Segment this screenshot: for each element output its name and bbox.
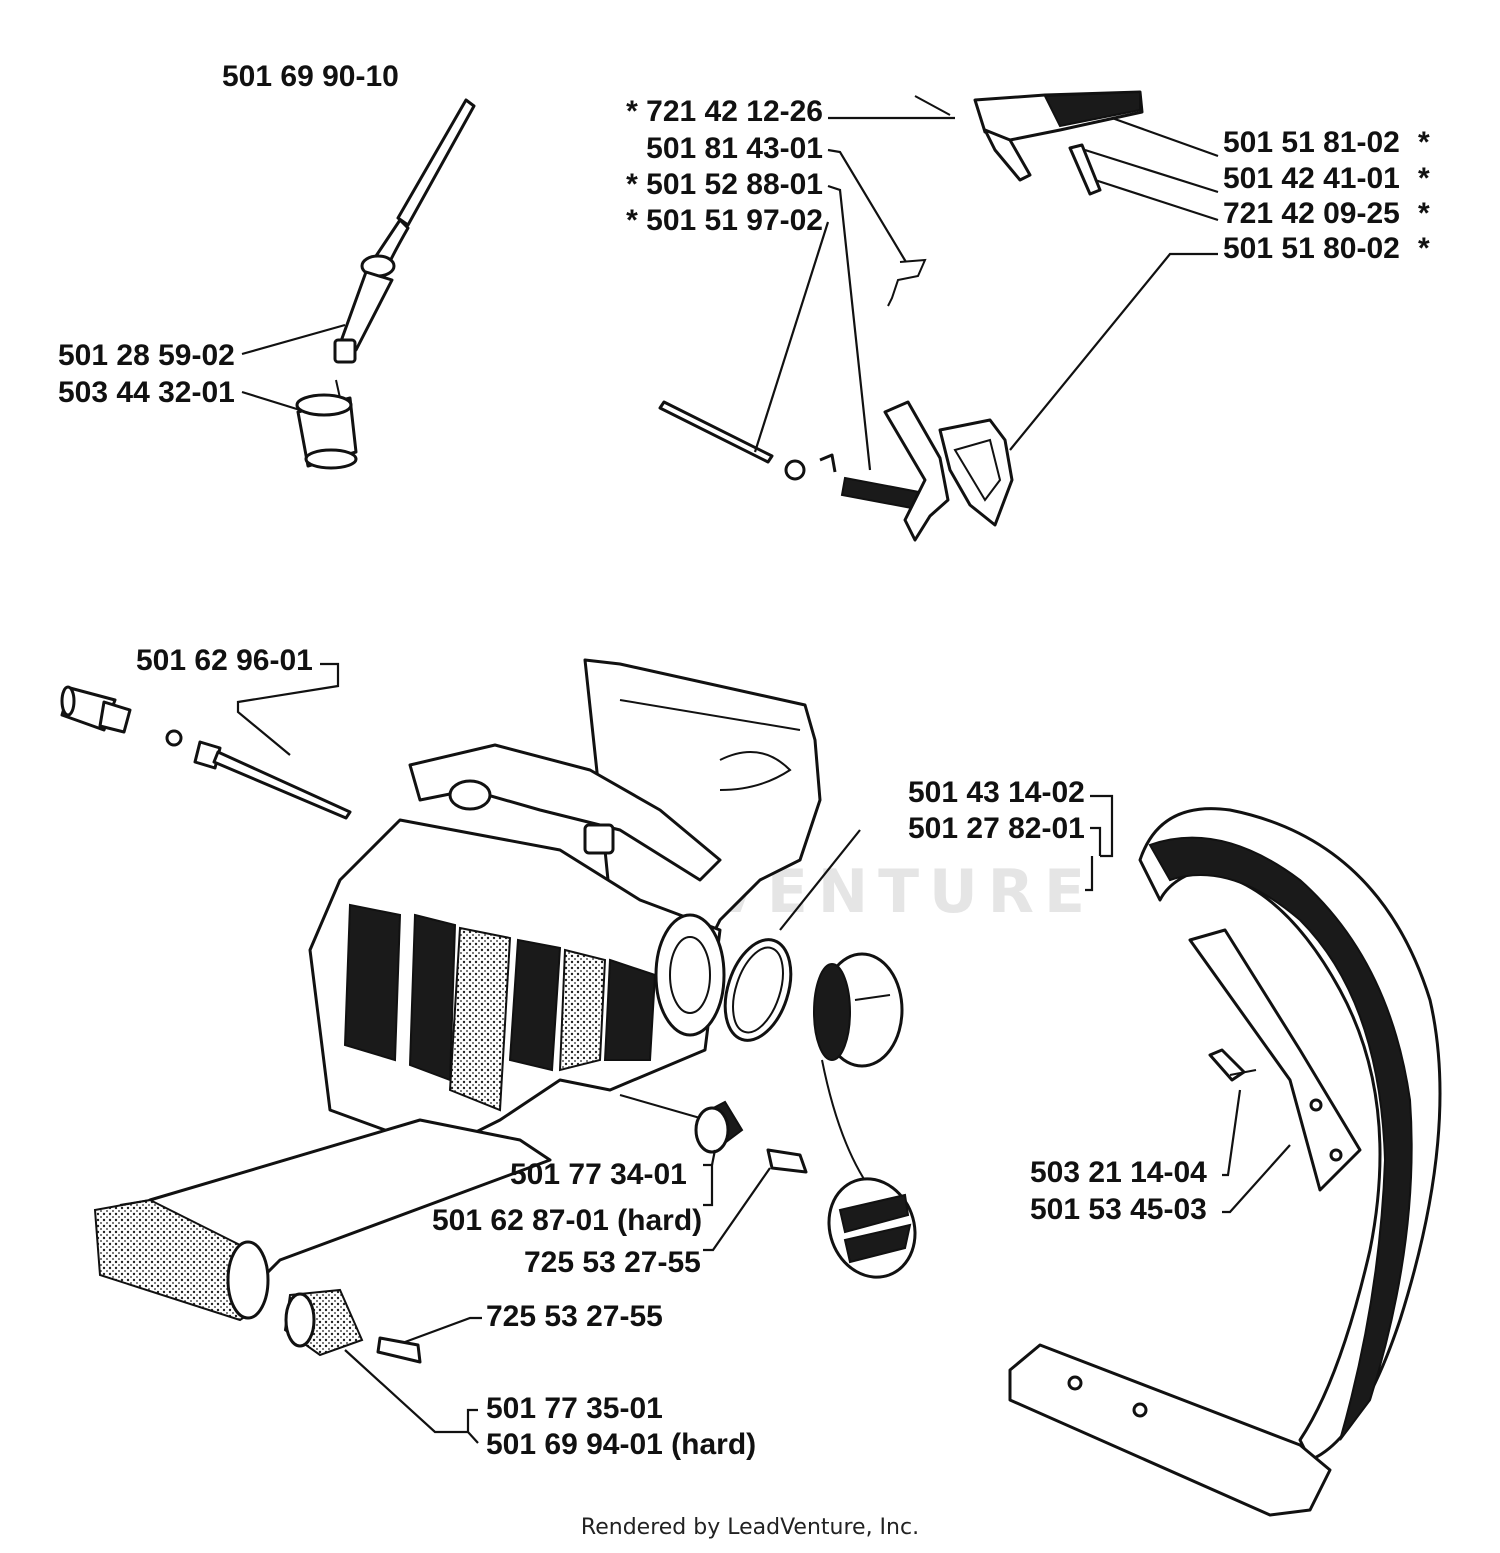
fuel-hose-part — [333, 98, 476, 364]
star-501-51-81-02: * — [1418, 126, 1430, 159]
damper-lower-part — [283, 1288, 422, 1364]
label-501-62-87-01: 501 62 87-01 (hard) — [432, 1204, 702, 1237]
label-501-28-59-02: 501 28 59-02 — [58, 339, 235, 372]
oil-cap-part — [813, 952, 917, 1279]
part-labels: 501 69 90-10 501 28 59-02 503 44 32-01 *… — [58, 60, 1430, 1461]
label-501-51-81-02: 501 51 81-02 — [1223, 126, 1400, 159]
label-501-77-35-01: 501 77 35-01 — [486, 1392, 663, 1425]
label-721-42-12-26: * 721 42 12-26 — [626, 95, 823, 128]
throttle-lever-part — [914, 90, 1144, 196]
label-501-77-34-01: 501 77 34-01 — [510, 1158, 687, 1191]
leader-lines — [236, 116, 1291, 1444]
damper-upper-part — [619, 1094, 808, 1174]
label-501-69-94-01: 501 69 94-01 (hard) — [486, 1428, 756, 1461]
label-501-62-96-01: 501 62 96-01 — [136, 644, 313, 677]
trigger-pin-part — [658, 400, 774, 464]
label-725-53-27-55-b: 725 53 27-55 — [486, 1300, 663, 1333]
label-503-21-14-04: 503 21 14-04 — [1030, 1156, 1207, 1189]
trigger-part — [784, 400, 1014, 542]
front-handle-part — [1008, 807, 1442, 1517]
label-501-53-45-03: 501 53 45-03 — [1030, 1193, 1207, 1226]
crankcase-part — [93, 658, 822, 1322]
label-501-42-41-01: 501 42 41-01 — [1223, 162, 1400, 195]
label-501-43-14-02: 501 43 14-02 — [908, 776, 1085, 809]
oil-pump-pin-part — [60, 685, 352, 820]
label-501-52-88-01: * 501 52 88-01 — [626, 168, 823, 201]
rendered-by-footer: Rendered by LeadVenture, Inc. — [580, 1515, 920, 1540]
label-503-44-32-01: 503 44 32-01 — [58, 376, 235, 409]
label-501-27-82-01: 501 27 82-01 — [908, 812, 1085, 845]
o-ring-part — [723, 938, 793, 1042]
star-721-42-09-25: * — [1418, 197, 1430, 230]
label-501-51-97-02: * 501 51 97-02 — [626, 204, 823, 237]
star-501-51-80-02: * — [1418, 232, 1430, 265]
fuel-filter-part — [295, 379, 358, 470]
trigger-spring-part — [887, 258, 927, 307]
label-501-69-90-10: 501 69 90-10 — [222, 60, 399, 93]
label-725-53-27-55-a: 725 53 27-55 — [524, 1246, 701, 1279]
label-501-51-80-02: 501 51 80-02 — [1223, 232, 1400, 265]
label-501-81-43-01: 501 81 43-01 — [646, 132, 823, 165]
label-721-42-09-25: 721 42 09-25 — [1223, 197, 1400, 230]
star-501-42-41-01: * — [1418, 162, 1430, 195]
